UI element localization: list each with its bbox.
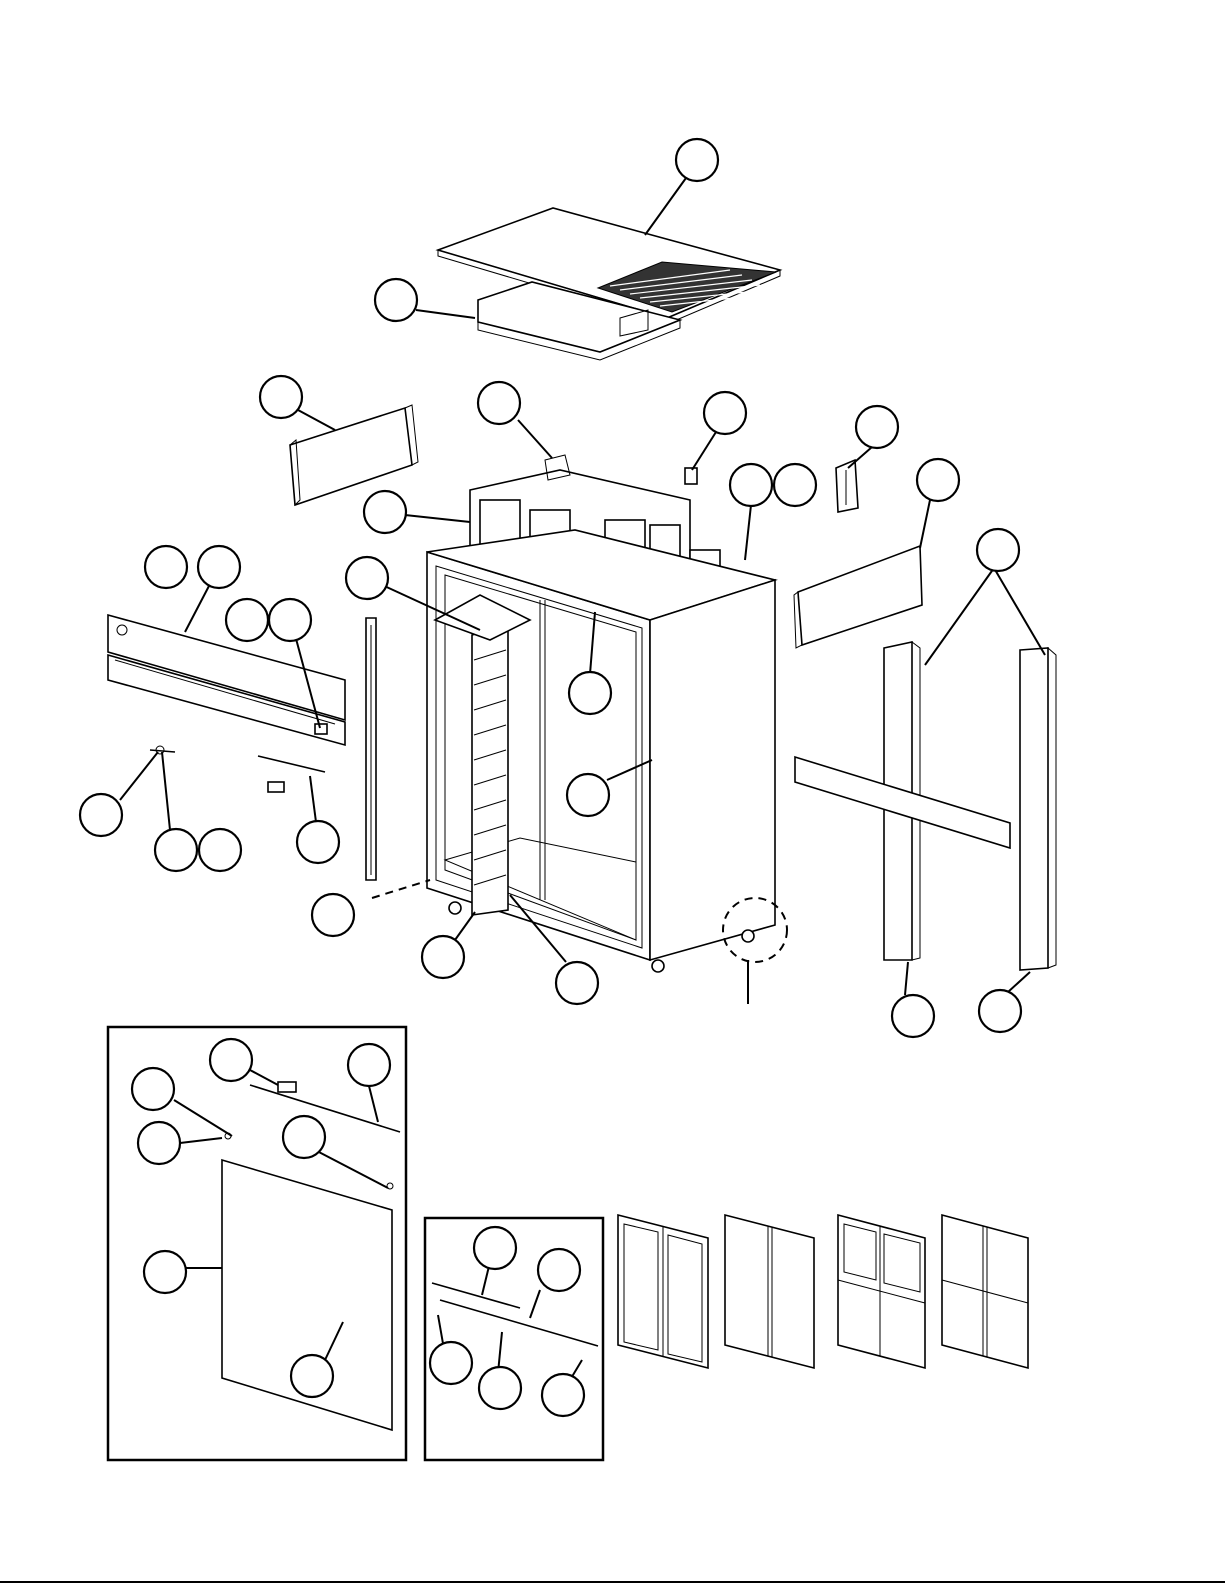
- right-side-upper-panel: [794, 546, 922, 648]
- callout-balloon: [291, 1355, 333, 1397]
- callout-balloon: [474, 1227, 516, 1269]
- callout-balloon: [542, 1374, 584, 1416]
- callout-balloon: [269, 599, 311, 641]
- callout-balloon: [297, 821, 339, 863]
- callout-balloon: [210, 1039, 252, 1081]
- callout-balloon: [364, 491, 406, 533]
- callout-balloon: [567, 774, 609, 816]
- callout-balloon: [348, 1044, 390, 1086]
- door-style-variant-2: [725, 1215, 814, 1368]
- left-door-hinge-rail: [366, 618, 376, 880]
- callout-balloon: [283, 1116, 325, 1158]
- callout-balloon: [730, 464, 772, 506]
- callout-balloon: [312, 894, 354, 936]
- callout-balloon: [917, 459, 959, 501]
- callout-balloon: [479, 1367, 521, 1409]
- callout-balloon: [538, 1249, 580, 1291]
- control-bracket: [685, 468, 697, 484]
- callout-balloon: [155, 829, 197, 871]
- callout-balloon: [199, 829, 241, 871]
- callout-balloon: [430, 1342, 472, 1384]
- callout-balloon: [226, 599, 268, 641]
- callout-balloon: [977, 529, 1019, 571]
- door-style-variant-4: [942, 1215, 1028, 1368]
- callout-balloon: [856, 406, 898, 448]
- door-hardware-small-parts: [150, 746, 325, 792]
- callout-balloon: [138, 1122, 180, 1164]
- callout-balloon: [556, 962, 598, 1004]
- callout-balloon: [704, 392, 746, 434]
- callout-balloon: [375, 279, 417, 321]
- callout-balloon: [346, 557, 388, 599]
- callout-balloon: [132, 1068, 174, 1110]
- callout-balloon: [569, 672, 611, 714]
- callout-balloon: [422, 936, 464, 978]
- small-component-bracket: [836, 460, 858, 512]
- callout-balloon: [979, 990, 1021, 1032]
- door-style-variant-1: [618, 1215, 708, 1368]
- callout-balloon: [892, 995, 934, 1037]
- rear-upper-panel: [290, 405, 418, 505]
- callout-balloon: [260, 376, 302, 418]
- callout-balloon: [145, 546, 187, 588]
- door-style-variant-3: [838, 1215, 925, 1368]
- callout-balloon: [676, 139, 718, 181]
- callout-balloon: [80, 794, 122, 836]
- front-header-assembly: [108, 615, 345, 745]
- callout-balloon: [478, 382, 520, 424]
- callout-balloon: [774, 464, 816, 506]
- callout-balloon: [198, 546, 240, 588]
- callout-balloon: [144, 1251, 186, 1293]
